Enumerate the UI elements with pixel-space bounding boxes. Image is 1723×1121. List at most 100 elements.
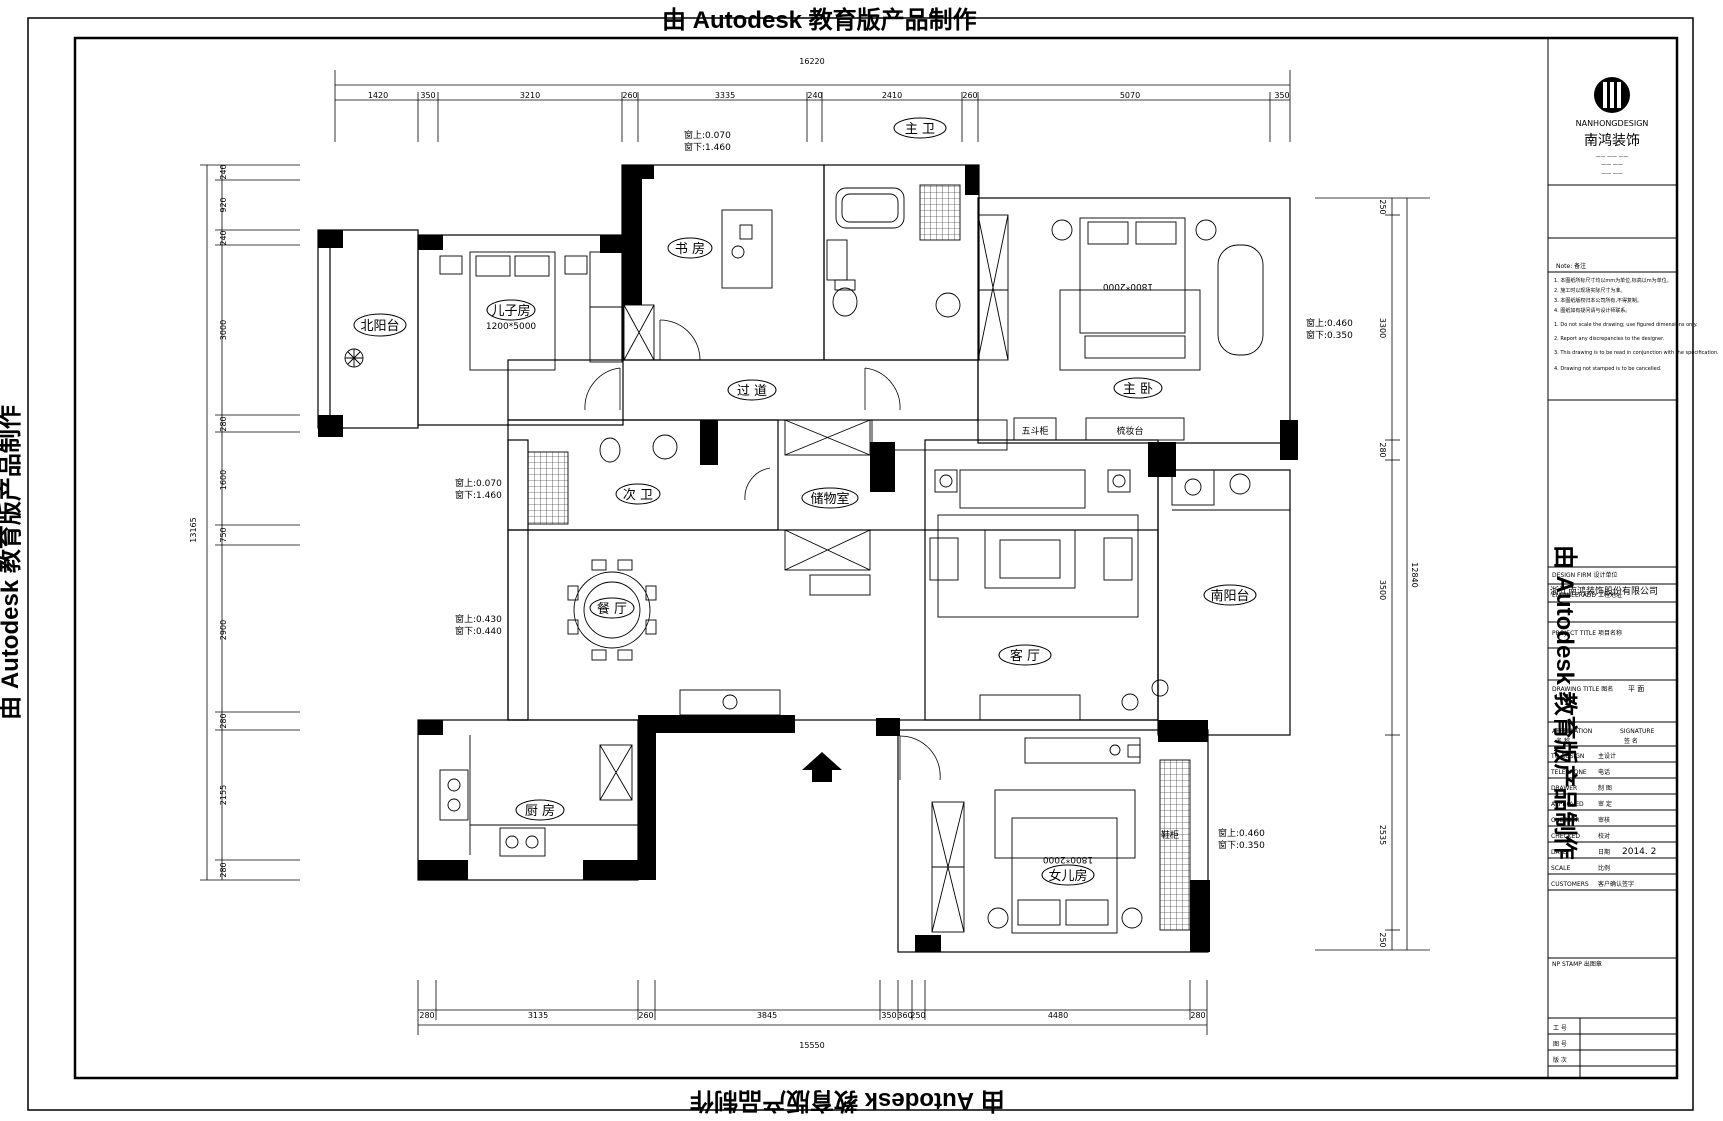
drawing-title-label: DRAWING TITLE 图名	[1552, 685, 1613, 693]
sofa-icon	[959, 469, 1086, 509]
svg-text:窗上:0.460: 窗上:0.460	[1306, 317, 1353, 329]
svg-text:3500: 3500	[1378, 580, 1387, 600]
chaise-icon	[1217, 244, 1264, 356]
entrance-arrow-icon	[802, 752, 842, 782]
drawing-title-value: 平 面	[1628, 685, 1644, 693]
svg-text:4. 图纸如有疑问请与设计师联系。: 4. 图纸如有疑问请与设计师联系。	[1554, 307, 1630, 314]
svg-text:3845: 3845	[757, 1011, 777, 1020]
company-en: NANHONGDESIGN	[1576, 119, 1649, 128]
room-second-bath: 次 卫	[623, 487, 653, 503]
svg-text:4. Drawing not stamped is to b: 4. Drawing not stamped is to be cancelle…	[1554, 366, 1662, 372]
svg-text:窗下:0.350: 窗下:0.350	[1306, 329, 1353, 341]
dim-left-total: 13165	[189, 517, 198, 542]
svg-text:2155: 2155	[219, 785, 228, 805]
svg-text:360: 360	[897, 1011, 912, 1020]
bathtub-icon	[835, 187, 905, 229]
svg-text:签 名: 签 名	[1624, 737, 1638, 745]
svg-text:280: 280	[219, 416, 228, 431]
notes-block: 1. 本图纸所标尺寸均以mm为单位,标高以m为单位。 2. 施工时以现场实际尺寸…	[1554, 277, 1719, 372]
dim-bottom-total: 15550	[799, 1041, 824, 1050]
svg-text:日期: 日期	[1598, 848, 1610, 856]
room-master-bedroom: 主 卧	[1123, 382, 1153, 397]
svg-text:4480: 4480	[1048, 1011, 1068, 1020]
watermark-right: 由 Autodesk 教育版产品制作	[1551, 545, 1578, 860]
dimension-top	[334, 70, 1291, 142]
svg-text:750: 750	[219, 527, 228, 542]
room-daughter: 女儿房	[1048, 868, 1087, 884]
svg-text:250: 250	[910, 1011, 925, 1020]
tv-cabinet	[1013, 417, 1057, 441]
svg-text:窗上:0.070: 窗上:0.070	[455, 477, 502, 489]
stamp-label: NP STAMP 出图章	[1552, 960, 1602, 968]
svg-text:280: 280	[219, 862, 228, 877]
svg-text:审核: 审核	[1598, 816, 1610, 824]
watermark-top: 由 Autodesk 教育版产品制作	[662, 7, 977, 34]
svg-text:窗上:0.070: 窗上:0.070	[684, 129, 731, 141]
svg-text:3135: 3135	[528, 1011, 548, 1020]
svg-text:TELEPHONE: TELEPHONE	[1550, 769, 1587, 776]
svg-text:2410: 2410	[882, 91, 902, 100]
svg-text:350: 350	[881, 1011, 896, 1020]
svg-text:工 号: 工 号	[1553, 1025, 1567, 1032]
notes-header: Note: 备注	[1556, 262, 1586, 270]
company-cn: 南鸿装饰	[1584, 132, 1640, 149]
daughter-bed-icon	[1011, 817, 1118, 934]
svg-text:2535: 2535	[1378, 825, 1387, 845]
svg-text:1600: 1600	[219, 470, 228, 490]
svg-text:APPELLATION: APPELLATION	[1552, 728, 1592, 735]
dimension-right	[1315, 197, 1430, 951]
svg-text:3000: 3000	[219, 320, 228, 340]
svg-text:版 次: 版 次	[1553, 1056, 1567, 1064]
date-value: 2014. 2	[1622, 847, 1656, 857]
svg-text:—— ——: —— ——	[1601, 162, 1623, 168]
svg-text:280: 280	[1190, 1011, 1205, 1020]
svg-text:3. This drawing is to be read: 3. This drawing is to be read in conjunc…	[1554, 350, 1719, 356]
svg-text:240: 240	[219, 230, 228, 245]
svg-text:图 号: 图 号	[1553, 1041, 1567, 1048]
svg-text:3300: 3300	[1378, 318, 1387, 338]
room-dining: 餐 厅	[597, 601, 627, 617]
watermark-bottom: 由 Autodesk 教育版产品制作	[690, 1087, 1005, 1114]
svg-text:窗下:1.460: 窗下:1.460	[684, 141, 731, 153]
svg-text:SIGNATURE: SIGNATURE	[1620, 728, 1655, 735]
svg-text:250: 250	[1378, 932, 1387, 947]
svg-text:—— —— ——: —— —— ——	[1595, 154, 1628, 160]
svg-text:280: 280	[219, 713, 228, 728]
room-kitchen: 厨 房	[525, 803, 555, 819]
svg-text:窗下:1.460: 窗下:1.460	[455, 489, 502, 501]
svg-text:窗下:0.350: 窗下:0.350	[1218, 839, 1265, 851]
svg-text:260: 260	[962, 91, 977, 100]
door-swings	[584, 319, 941, 781]
svg-text:客户确认签字: 客户确认签字	[1598, 880, 1634, 888]
label-tv-cabinet: 五斗柜	[1021, 425, 1048, 437]
room-corridor: 过 道	[737, 384, 767, 399]
dimension-left	[200, 164, 300, 881]
room-study: 书 房	[675, 241, 705, 257]
svg-text:1. Do not scale the drawing; u: 1. Do not scale the drawing; use figured…	[1554, 322, 1698, 328]
svg-text:250: 250	[1378, 199, 1387, 214]
daughter-bed-size: 1800*2000	[1043, 854, 1094, 864]
svg-text:SCALE: SCALE	[1551, 865, 1570, 872]
svg-text:名 称: 名 称	[1556, 737, 1570, 745]
room-storage: 储物室	[810, 491, 849, 507]
svg-text:CUSTOMERS: CUSTOMERS	[1551, 881, 1589, 888]
svg-text:TO DESIGN: TO DESIGN	[1550, 753, 1584, 760]
svg-text:CHECKER: CHECKER	[1551, 817, 1580, 824]
svg-text:1. 本图纸所标尺寸均以mm为单位,标高以m为单位。: 1. 本图纸所标尺寸均以mm为单位,标高以m为单位。	[1554, 277, 1672, 284]
furniture	[344, 184, 1290, 934]
dimension-bottom	[417, 980, 1208, 1035]
dim-top-total: 16220	[799, 57, 824, 66]
label-shoe-cabinet: 鞋柜	[1161, 829, 1179, 841]
svg-text:260: 260	[622, 91, 637, 100]
svg-text:—— ——: —— ——	[1601, 171, 1623, 177]
svg-text:比例: 比例	[1598, 864, 1610, 872]
dining-table-icon	[573, 571, 651, 649]
room-north-balcony: 北阳台	[360, 319, 399, 334]
svg-text:2. 施工时以现场实际尺寸为准。: 2. 施工时以现场实际尺寸为准。	[1554, 287, 1625, 294]
tv-stand-icon	[979, 694, 1081, 721]
svg-text:DRAWER: DRAWER	[1551, 785, 1577, 792]
label-dresser: 梳妆台	[1116, 425, 1143, 437]
design-firm: 浙江南鸿装饰股份有限公司	[1550, 585, 1658, 597]
